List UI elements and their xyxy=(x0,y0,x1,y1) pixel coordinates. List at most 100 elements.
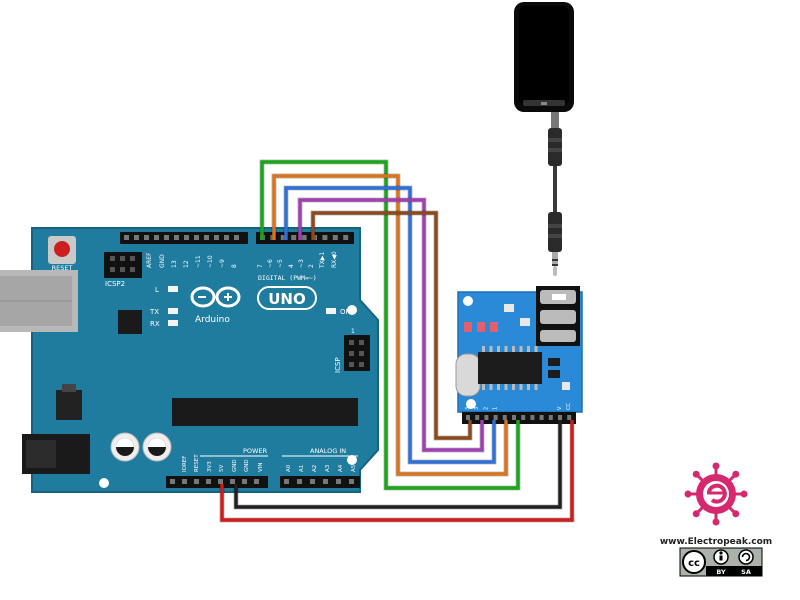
header-pin xyxy=(194,479,199,484)
bottom-header-pins xyxy=(170,479,354,484)
digital-pin-label: 2 xyxy=(308,264,315,268)
chip-leg xyxy=(497,384,500,390)
header-pin xyxy=(230,479,235,484)
atmega328-chip xyxy=(172,398,358,426)
chip-leg xyxy=(519,384,523,390)
icsp-header xyxy=(344,335,370,371)
module-pin xyxy=(548,415,553,420)
header-pin xyxy=(234,235,239,240)
electropeak-logo-icon xyxy=(684,462,748,526)
chip-leg xyxy=(512,346,515,352)
module-pin xyxy=(567,415,572,420)
jumper-wires xyxy=(219,159,575,523)
header-pin xyxy=(214,235,219,240)
license-sa-label: SA xyxy=(741,568,751,576)
icsp2-header xyxy=(104,252,142,278)
module-pin xyxy=(493,415,498,420)
headphone-speaker xyxy=(514,2,574,276)
chip-leg xyxy=(534,346,538,352)
digital-pin-label: ~5 xyxy=(277,259,284,268)
header-pin xyxy=(242,479,247,484)
power-pin-label: 3V3 xyxy=(207,461,213,472)
power-pin-label: IOREF xyxy=(182,456,188,472)
gear-tooth-tip xyxy=(692,510,700,518)
header-pin xyxy=(310,479,315,484)
gear-tooth-tip xyxy=(740,490,748,498)
header-pin xyxy=(134,235,139,240)
analog-pin-label: A0 xyxy=(286,464,292,472)
module-pin xyxy=(466,415,470,420)
module-pin-label: V xyxy=(557,406,563,410)
chip-leg xyxy=(519,346,523,352)
header-pin xyxy=(144,235,149,240)
reset-button[interactable] xyxy=(54,241,70,257)
header-pin xyxy=(332,235,338,240)
chip-leg xyxy=(489,384,493,390)
arduino-logo-icon xyxy=(190,286,241,308)
header-pin xyxy=(182,479,187,484)
header-pin xyxy=(184,235,189,240)
icsp-label: ICSP xyxy=(334,357,342,373)
header-pin xyxy=(297,479,302,484)
module-pin-label: 3 xyxy=(474,407,480,410)
sa-icon xyxy=(738,549,754,565)
module-pin xyxy=(502,415,507,420)
decoder-chip xyxy=(478,352,542,384)
module-pin xyxy=(539,415,544,420)
digital-pin-label: 8 xyxy=(231,264,238,268)
module-pin xyxy=(558,415,562,420)
orange-wire xyxy=(272,174,508,476)
analog-pin-label: A3 xyxy=(325,464,331,472)
brand-label: Arduino xyxy=(195,315,230,325)
purple-wire xyxy=(298,198,484,452)
model-label: UNO xyxy=(268,290,306,308)
black-wire xyxy=(234,420,562,509)
header-pin xyxy=(218,479,223,484)
header-pin xyxy=(194,235,199,240)
gear-tooth-tip xyxy=(732,510,740,518)
digital-pin-label: 7 xyxy=(257,264,264,268)
cc-label: cc xyxy=(688,558,700,569)
power-section-label: POWER xyxy=(243,447,268,455)
blue-wire xyxy=(284,186,496,464)
voltage-regulator xyxy=(56,390,82,420)
green-wire xyxy=(260,160,520,490)
power-header xyxy=(166,476,268,488)
digital-pin-label: ~10 xyxy=(207,255,214,268)
cc-icon xyxy=(682,550,706,574)
chip-leg xyxy=(489,346,493,352)
header-pin xyxy=(343,235,349,240)
reset-label: RESET xyxy=(52,264,73,272)
chip-leg xyxy=(504,384,508,390)
chip-leg xyxy=(482,384,485,390)
red-wire xyxy=(220,420,574,522)
module-pin xyxy=(475,415,480,420)
chip-leg xyxy=(527,384,530,390)
header-pin xyxy=(284,479,289,484)
analog-pin-label: A5 xyxy=(351,464,357,472)
header-pin xyxy=(174,235,179,240)
module-pin-label: 2 xyxy=(483,407,489,410)
led-label-l: L xyxy=(155,286,159,294)
header-pin xyxy=(170,479,175,484)
header-pin xyxy=(291,235,297,240)
header-pin xyxy=(206,479,211,484)
chip-leg xyxy=(482,346,485,352)
chip-legs xyxy=(482,346,538,390)
header-pin xyxy=(336,479,341,484)
gnd-label: GND xyxy=(159,254,166,268)
chip-leg xyxy=(512,384,515,390)
cc-license-badge: cc BY SA xyxy=(679,547,763,577)
crystal-oscillator xyxy=(455,353,481,397)
digital-pin-label: ~3 xyxy=(298,259,305,268)
icsp2-label: ICSP2 xyxy=(105,280,125,288)
header-pin xyxy=(349,479,354,484)
chip-leg xyxy=(527,346,530,352)
on-label: ON xyxy=(340,308,351,316)
digital-label: DIGITAL (PWM=~) xyxy=(258,274,317,282)
